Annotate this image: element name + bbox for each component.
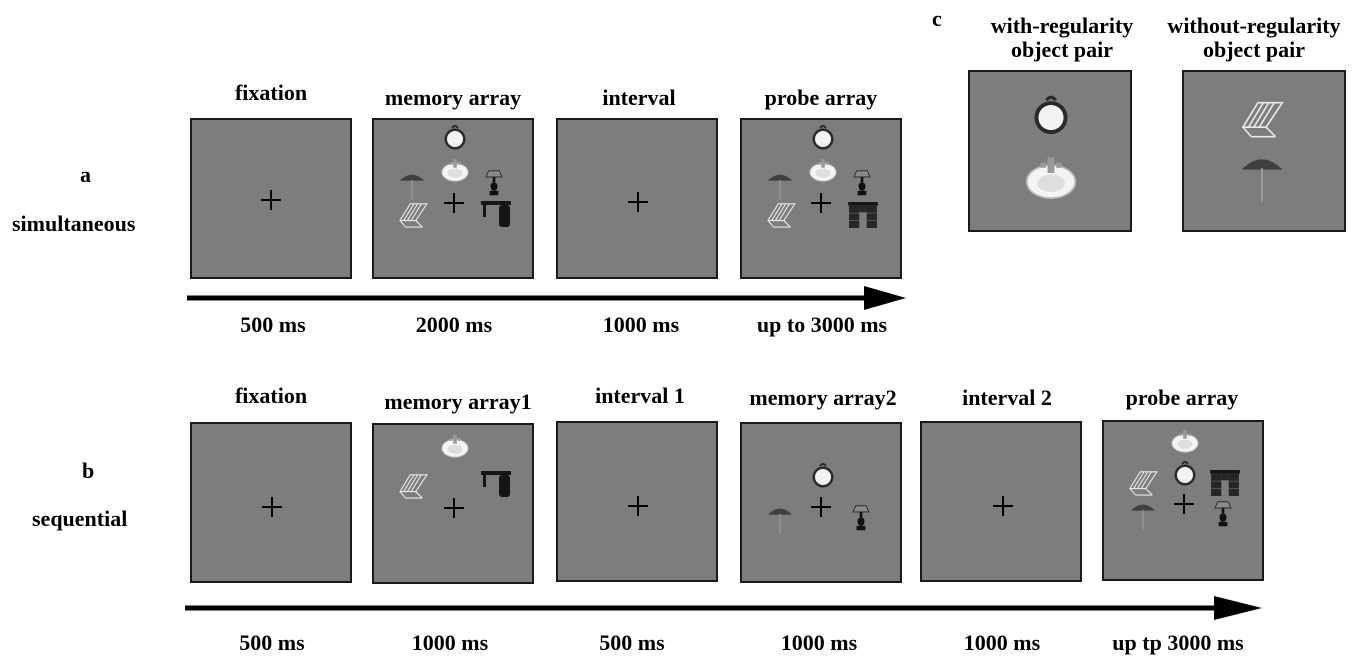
beach-chair-icon <box>766 202 796 228</box>
umbrella-icon <box>399 170 425 200</box>
step-label: interval 1 <box>595 383 685 408</box>
lamp-icon <box>851 169 873 197</box>
mirror-icon <box>1173 460 1197 488</box>
step-label: interval <box>602 85 676 110</box>
beach-chair-icon <box>1240 100 1284 138</box>
mirror-icon <box>811 124 835 152</box>
step-label: interval 2 <box>962 385 1052 410</box>
mirror-icon <box>1032 94 1070 138</box>
duration-label: 1000 ms <box>780 630 858 655</box>
step-label: probe array <box>764 85 878 110</box>
fixation-cross <box>444 193 464 213</box>
pair-title-line: with-regularity <box>990 13 1134 38</box>
fixation-cross <box>628 192 648 212</box>
fixation-cross <box>993 496 1013 516</box>
umbrella-icon <box>1240 152 1284 202</box>
stimulus-frame-interval-1 <box>556 421 718 582</box>
mirror-icon <box>443 124 467 152</box>
step-label: fixation <box>234 383 308 408</box>
umbrella-icon <box>767 504 793 534</box>
stimulus-frame-interval <box>556 118 718 279</box>
stimulus-frame-fixation <box>190 118 352 279</box>
sink-icon <box>441 157 469 182</box>
sink-icon <box>441 433 469 458</box>
step-label: memory array1 <box>384 389 532 414</box>
lamp-icon <box>850 504 872 532</box>
fixation-cross <box>261 190 281 210</box>
pair-title-line: object pair <box>1010 37 1114 62</box>
duration-label: up tp 3000 ms <box>1112 630 1244 655</box>
sink-icon <box>1025 154 1077 199</box>
beach-chair-icon <box>398 202 428 228</box>
desk-icon <box>848 202 878 228</box>
duration-label: 1000 ms <box>963 630 1041 655</box>
fixation-cross <box>628 496 648 516</box>
stimulus-frame-fixation <box>190 422 352 583</box>
fixation-cross <box>1174 494 1194 514</box>
beach-chair-icon <box>1128 470 1158 496</box>
stimulus-frame-memory-array1 <box>372 423 534 584</box>
pair-title-line: without-regularity <box>1167 13 1341 38</box>
sink-icon <box>809 157 837 182</box>
umbrella-icon <box>767 170 793 200</box>
step-label: fixation <box>234 80 308 105</box>
step-label: memory array <box>384 85 522 110</box>
fixation-cross <box>811 193 831 213</box>
duration-label: 500 ms <box>239 630 305 655</box>
lamp-icon <box>483 169 505 197</box>
panel-b-letter: b <box>82 458 95 483</box>
desk-icon <box>1210 470 1240 496</box>
pair-title: with-regularity object pair <box>991 14 1134 62</box>
stimulus-frame-memory-array2 <box>740 422 902 583</box>
panel-a-letter: a <box>80 162 91 187</box>
stimulus-frame-probe-array <box>740 118 902 279</box>
duration-label: 500 ms <box>240 312 306 337</box>
duration-label: 1000 ms <box>411 630 489 655</box>
stimulus-frame-probe-array <box>1102 420 1264 581</box>
fixation-cross <box>811 497 831 517</box>
pair-title-line: object pair <box>1202 37 1306 62</box>
duration-label: up to 3000 ms <box>756 312 888 337</box>
object-pair-frame-without-regularity <box>1182 70 1346 232</box>
pair-title: without-regularity object pair <box>1167 14 1340 62</box>
duration-label: 500 ms <box>599 630 665 655</box>
fixation-cross <box>262 497 282 517</box>
fixation-cross <box>444 498 464 518</box>
object-pair-frame-with-regularity <box>968 70 1132 232</box>
duration-label: 1000 ms <box>602 312 680 337</box>
beach-chair-icon <box>398 473 428 499</box>
stimulus-frame-interval-2 <box>920 421 1082 582</box>
panel-a-condition: simultaneous <box>12 211 136 236</box>
timeline-arrow <box>185 596 1262 620</box>
mirror-icon <box>811 462 835 490</box>
table-icon <box>481 471 511 497</box>
table-icon <box>481 201 511 227</box>
panel-b-condition: sequential <box>32 506 128 531</box>
step-label: memory array2 <box>749 385 897 410</box>
duration-label: 2000 ms <box>415 312 493 337</box>
lamp-icon <box>1212 500 1234 528</box>
step-label: probe array <box>1125 385 1239 410</box>
sink-icon <box>1171 428 1199 453</box>
umbrella-icon <box>1130 500 1156 530</box>
panel-c-letter: c <box>932 6 942 31</box>
stimulus-frame-memory-array <box>372 118 534 279</box>
timeline-arrow <box>187 286 906 310</box>
